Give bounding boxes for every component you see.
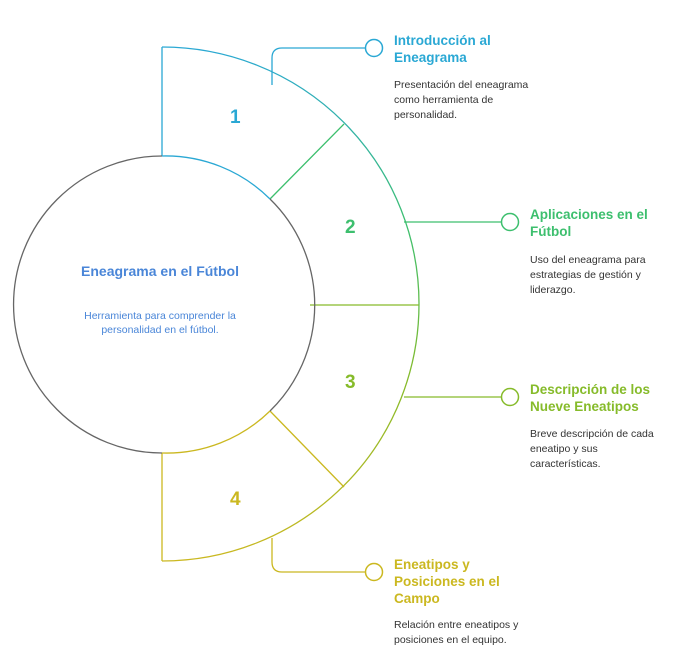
marker-1 <box>364 38 384 58</box>
item-3-description: Breve descripción de cada eneatipo y sus… <box>530 428 654 470</box>
divider-3-4 <box>269 410 345 488</box>
item-4-description: Relación entre eneatipos y posiciones en… <box>394 619 519 646</box>
item-2-description: Uso del eneagrama para estrategias de ge… <box>530 254 646 296</box>
center-circle-lower-arc <box>161 410 271 454</box>
connector-4 <box>271 538 365 573</box>
divider-1-2 <box>269 123 345 200</box>
item-4-title: Eneatipos y Posiciones en el Campo <box>394 557 500 606</box>
segment-3-number: 3 <box>345 372 356 393</box>
segment-1-number: 1 <box>230 107 241 128</box>
center-title: Eneagrama en el Fútbol <box>81 263 239 279</box>
item-1-description: Presentación del eneagrama como herramie… <box>394 79 529 121</box>
marker-4 <box>364 562 384 582</box>
center-circle <box>269 198 316 412</box>
item-1-title: Introducción al Eneagrama <box>394 33 491 65</box>
marker-2 <box>500 212 520 232</box>
center-circle-upper-arc <box>161 155 271 200</box>
marker-3 <box>500 387 520 407</box>
segment-2-number: 2 <box>345 217 356 238</box>
segment-4-number: 4 <box>230 489 241 510</box>
outer-arc <box>161 46 420 562</box>
center-circle-left <box>12 155 163 454</box>
center-description: Herramienta para comprender la personali… <box>84 310 236 336</box>
connector-1 <box>271 47 365 85</box>
item-3-title: Descripción de los Nueve Eneatipos <box>530 382 651 414</box>
item-2-title: Aplicaciones en el Fútbol <box>530 207 648 239</box>
